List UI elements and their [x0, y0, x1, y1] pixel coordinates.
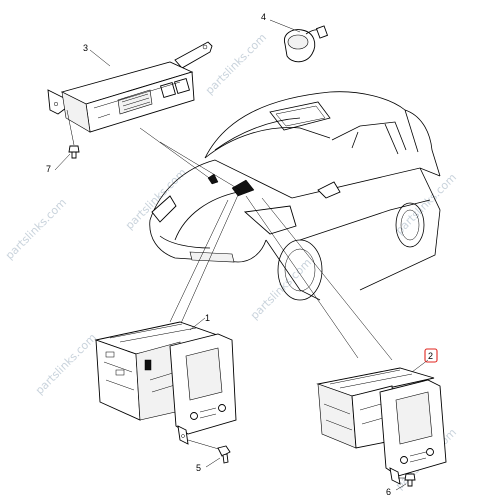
watermark-5: partslinks.com [248, 256, 314, 322]
part-antenna [269, 19, 329, 63]
part-bolt-6 [398, 473, 416, 487]
part-bolt-7 [66, 109, 80, 159]
watermark-2: partslinks.com [3, 196, 69, 262]
watermark-3: partslinks.com [123, 166, 189, 232]
part-bolt-5 [187, 439, 231, 464]
callout-3: 3 [83, 43, 88, 53]
watermark-1: partslinks.com [203, 31, 269, 97]
callout-2-highlight [424, 348, 438, 363]
car-illustration [149, 91, 441, 301]
callout-labels: 1 2 3 4 5 6 7 [46, 12, 438, 497]
callout-2: 2 [428, 351, 433, 361]
callout-4: 4 [261, 12, 266, 22]
callout-7: 7 [46, 164, 51, 174]
part-radio-unit-1 [94, 321, 237, 445]
callout-6: 6 [386, 487, 391, 497]
watermark-6: partslinks.com [33, 331, 99, 397]
part-control-module [47, 41, 213, 133]
leader-lines [139, 127, 393, 361]
part-radio-unit-2 [316, 367, 447, 485]
callout-1: 1 [205, 313, 210, 323]
callout-5: 5 [196, 463, 201, 473]
